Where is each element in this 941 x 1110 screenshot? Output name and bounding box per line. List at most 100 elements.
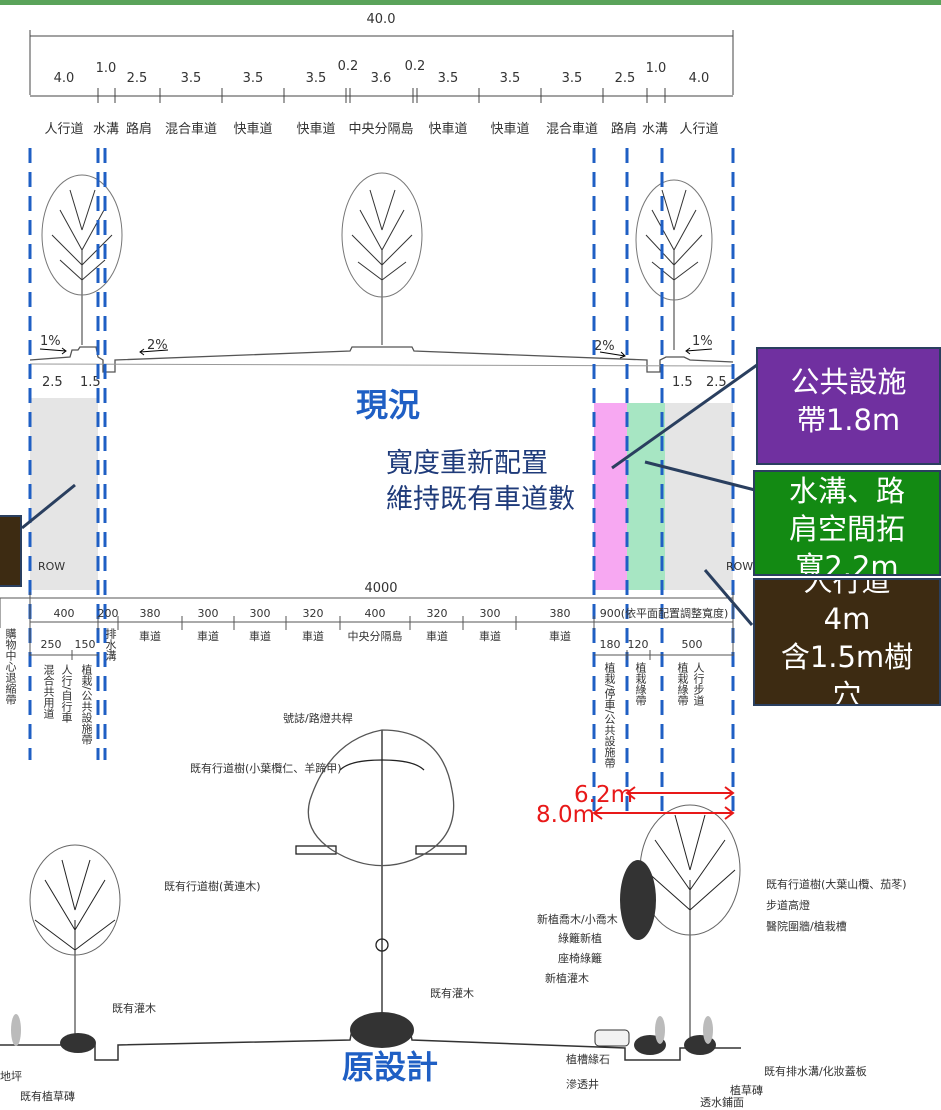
callout-line: 4m: [823, 602, 871, 636]
note-line: 寬度重新配置: [386, 448, 548, 479]
seg-dim: 300: [250, 607, 271, 620]
seg-dim: 2.5: [127, 71, 148, 86]
seg-label: 車道: [479, 629, 501, 643]
slope-arrow: [685, 347, 713, 355]
seg-dim: 3.6: [371, 71, 392, 86]
slope: 1%: [40, 334, 61, 349]
seg-dim: 500: [682, 638, 703, 651]
slope: 2%: [147, 338, 168, 353]
vertical-label: 購物中心退縮帶: [4, 628, 17, 705]
seg-dim: 3.5: [181, 71, 202, 86]
pedestrian-icon: [11, 1014, 713, 1046]
seg-dim: 200: [98, 607, 119, 620]
total-width-label: 40.0: [367, 12, 396, 27]
tree-icon: [639, 804, 741, 1045]
public-facility-zone: [594, 403, 627, 590]
small-dim: 2.5: [42, 375, 63, 390]
vertical-label: 人行步道: [692, 662, 705, 706]
annotation: 植槽緣石: [566, 1052, 610, 1066]
drain-shoulder-zone: [627, 403, 665, 590]
row-label: ROW: [38, 560, 65, 573]
seg-label: 車道: [426, 629, 448, 643]
seg-label: 快車道: [233, 122, 272, 137]
seg-dim: 3.5: [306, 71, 327, 86]
seg-dim: 300: [198, 607, 219, 620]
annotation: 綠籬新植: [558, 931, 602, 945]
slope-arrow: [599, 351, 626, 359]
tree-icon: [341, 172, 423, 345]
current-road-profile: [29, 346, 734, 373]
vertical-label: 混合共用道: [42, 664, 55, 719]
lamp-post-icon: [295, 729, 467, 1030]
slope: 2%: [594, 339, 615, 354]
annotation: 既有行道樹(小葉欖仁、羊蹄甲): [190, 761, 342, 775]
callout-line: 人行道: [803, 578, 891, 598]
seg-dim: 0.2: [338, 59, 359, 74]
seg-dim: 300: [480, 607, 501, 620]
seg-dim: 120: [628, 638, 649, 651]
annotation: 既有行道樹(黃連木): [164, 879, 261, 893]
seg-label: 車道: [139, 629, 161, 643]
seg-dim: 3.5: [243, 71, 264, 86]
seg-dim: 380: [140, 607, 161, 620]
top-dimension-chain: [29, 30, 734, 103]
callout-sidewalk: 人行道 4m 含1.5m樹 穴: [753, 578, 941, 706]
seg-dim: 3.5: [500, 71, 521, 86]
seg-label: 水溝: [93, 122, 119, 137]
annotation: 地坪: [0, 1070, 22, 1083]
car-icon: [594, 1029, 630, 1047]
tree-icon: [635, 179, 713, 350]
heading-current: 現況: [356, 386, 421, 424]
original-annotations: 號誌/路燈共桿 既有行道樹(小葉欖仁、羊蹄甲) 既有行道樹(黃連木) 既有灌木 …: [0, 711, 907, 1109]
seg-label: 人行道: [679, 122, 718, 137]
seg-label: 路肩: [611, 121, 637, 137]
seg-dim: 1.0: [646, 61, 667, 76]
right-sidewalk-zone: [665, 403, 733, 590]
seg-label: 人行道: [44, 122, 83, 137]
annotation: 透水鋪面: [700, 1095, 744, 1109]
red-dimension-arrows: [592, 786, 735, 820]
annotation: 步道高燈: [766, 898, 810, 912]
seg-dim: 3.5: [438, 71, 459, 86]
callout-left-stub: [0, 515, 22, 587]
callout-leaders: [21, 363, 758, 626]
seg-dim: 400: [54, 607, 75, 620]
seg-label: 車道: [249, 629, 271, 643]
seg-dim: 900(依平面配置調整寬度): [600, 606, 729, 620]
seg-label: 車道: [302, 629, 324, 643]
relayout-note: 寬度重新配置 維持既有車道數: [386, 446, 575, 518]
seg-dim: 320: [303, 607, 324, 620]
tree-icon: [29, 844, 121, 1045]
callout-line: 帶1.8m: [796, 403, 901, 437]
seg-dim: 250: [41, 638, 62, 651]
arrow-label-8-0: 8.0m: [536, 802, 595, 828]
callout-line: 穴: [832, 678, 862, 706]
annotation: 醫院圍牆/植栽槽: [766, 919, 847, 933]
callout-line: 寬2.2m: [795, 550, 899, 576]
slope-arrow: [139, 348, 169, 356]
seg-label: 車道: [197, 629, 219, 643]
tree-icon: [620, 860, 656, 940]
annotation: 新植喬木/小喬木: [537, 912, 618, 926]
seg-dim: 380: [550, 607, 571, 620]
callout-line: 公共設施: [790, 365, 907, 399]
vertical-label: 植栽/公共設施帶: [80, 664, 93, 745]
small-dim: 2.5: [706, 375, 727, 390]
top-segment-dims: 4.0 1.0 2.5 3.5 3.5 3.5 0.2 3.6 0.2 3.5 …: [54, 59, 710, 86]
callout-line: 含1.5m樹: [780, 640, 914, 674]
annotation: 新植灌木: [545, 971, 589, 985]
seg-dim: 2.5: [615, 71, 636, 86]
bottom-segment-dims: 400 200 380 300 300 320 400 320 300 380 …: [41, 606, 729, 651]
shrub-icon: [60, 1012, 716, 1055]
seg-dim: 4.0: [689, 71, 710, 86]
slope-labels: 1% 2% 2% 1%: [39, 334, 713, 359]
annotation: 號誌/路燈共桿: [283, 711, 353, 725]
seg-label: 快車道: [428, 122, 467, 137]
arrow-label-6-2: 6.2m: [574, 782, 633, 808]
seg-dim: 180: [600, 638, 621, 651]
heading-original: 原設計: [342, 1048, 439, 1086]
seg-label: 車道: [549, 629, 571, 643]
row-total: 4000: [364, 581, 397, 596]
guide-lines: [28, 148, 735, 815]
